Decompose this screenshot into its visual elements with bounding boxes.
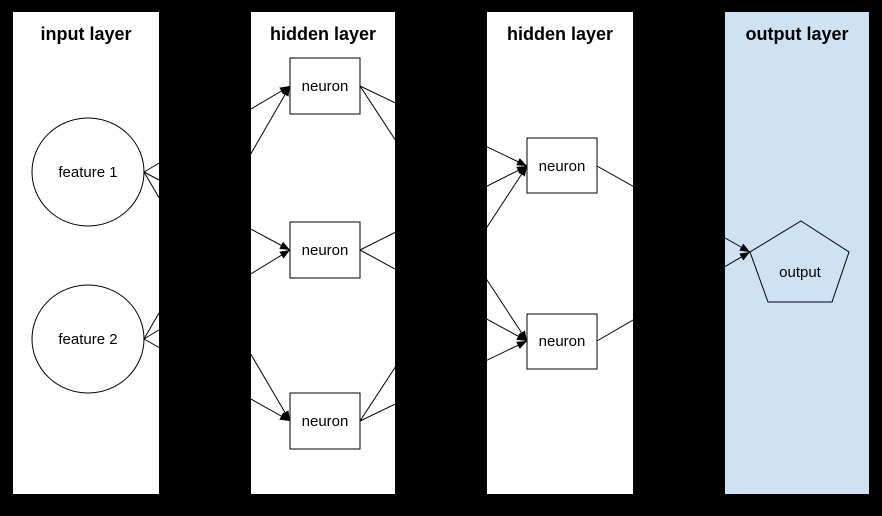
edge-feature-2-to-hidden1-neuron-1	[143, 85, 291, 340]
input-layer-panel	[13, 12, 159, 494]
edge-hidden1-neuron-3-to-hidden2-neuron-1	[359, 165, 528, 422]
node-output-label: output	[779, 264, 822, 281]
hidden-layer-1-title: hidden layer	[270, 24, 376, 44]
edge-hidden2-neuron-2-to-output	[596, 251, 751, 342]
edge-hidden1-neuron-2-to-hidden2-neuron-1	[359, 165, 528, 251]
edge-feature-2-to-hidden1-neuron-2	[143, 249, 291, 340]
node-hidden2-neuron-1	[526, 137, 598, 194]
output-layer-panel	[725, 12, 869, 494]
node-hidden1-neuron-2	[289, 221, 361, 279]
edge-feature-1-to-hidden1-neuron-2	[143, 171, 291, 251]
node-hidden1-neuron-1-label: neuron	[302, 78, 349, 95]
node-hidden1-neuron-2-label: neuron	[302, 242, 349, 259]
node-hidden2-neuron-2-label: neuron	[539, 333, 586, 350]
edge-hidden1-neuron-1-to-hidden2-neuron-2	[359, 85, 528, 342]
input-layer-title: input layer	[40, 24, 131, 44]
edge-hidden1-neuron-2-to-hidden2-neuron-2	[359, 249, 528, 342]
edge-hidden1-neuron-3-to-hidden2-neuron-2	[359, 340, 528, 422]
node-feature-2-label: feature 2	[58, 331, 117, 348]
node-output	[749, 220, 850, 303]
edge-feature-1-to-hidden1-neuron-1	[143, 85, 291, 173]
node-feature-1-label: feature 1	[58, 164, 117, 181]
edge-feature-2-to-hidden1-neuron-3	[143, 338, 291, 422]
node-feature-1	[31, 117, 145, 227]
node-feature-2	[31, 284, 145, 394]
node-hidden1-neuron-1	[289, 57, 361, 115]
node-hidden2-neuron-1-label: neuron	[539, 158, 586, 175]
edge-hidden2-neuron-1-to-output	[596, 165, 751, 253]
hidden-layer-2-panel	[487, 12, 633, 494]
node-hidden1-neuron-3-label: neuron	[302, 413, 349, 430]
edge-hidden1-neuron-1-to-hidden2-neuron-1	[359, 85, 528, 167]
node-hidden1-neuron-3	[289, 392, 361, 450]
output-layer-title: output layer	[745, 24, 848, 44]
edge-feature-1-to-hidden1-neuron-3	[143, 171, 291, 422]
hidden-layer-2-title: hidden layer	[507, 24, 613, 44]
node-hidden2-neuron-2	[526, 313, 598, 370]
